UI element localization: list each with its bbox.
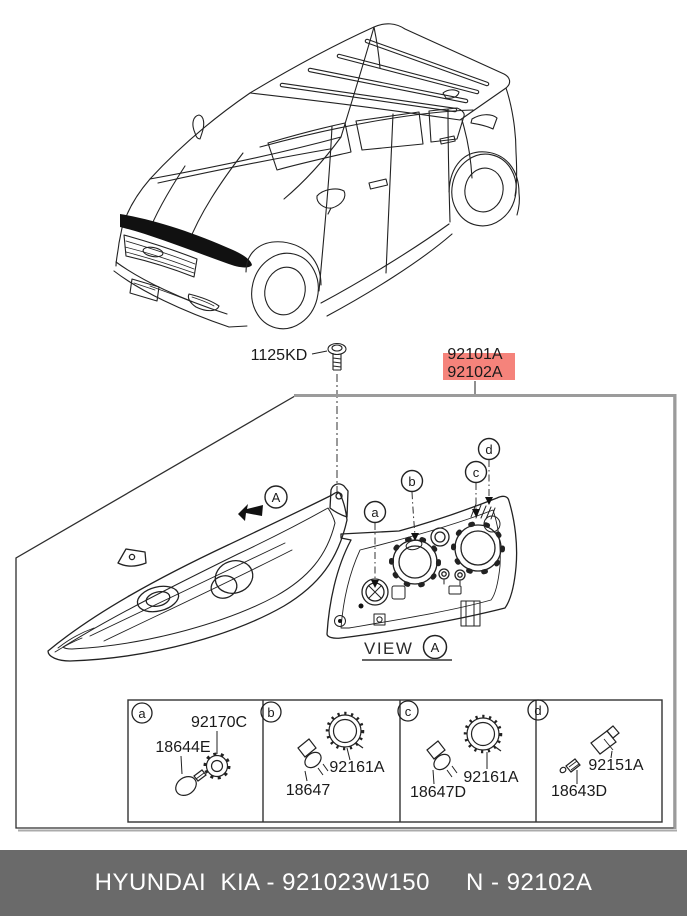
bolt-icon [327,342,347,371]
callout-a-letter: a [371,505,379,520]
cell-d-letter-circle [527,699,549,721]
bolt-ref-label: 1125KD [251,347,308,364]
car-roof [249,23,511,121]
selected-ref-label[interactable]: 92102A [447,364,502,381]
car-headlamp-silhouette [120,214,252,268]
car-door-handle [368,178,389,190]
car-front-wheel [245,241,322,330]
footer-bar: HYUNDAI KIA - 921023W150 N - 92102A [0,850,687,916]
part-ref: 18643D [551,783,607,800]
bulb-icon [559,758,581,774]
car-roof-ribs [279,38,490,113]
car-rear-wheel [448,151,520,227]
part-ref: 92151A [588,757,643,774]
bolt-label-connector [311,350,328,355]
car-front-window [267,122,352,171]
cell-c-letter-circle [397,700,419,722]
callout-d-circle [477,437,501,461]
callout-b-circle [400,469,424,493]
cell-c-letter: c [405,704,412,719]
callout-b-letter: b [408,474,415,489]
headlamp-front-view [47,483,349,662]
car-far-mirror [442,89,460,99]
view-label: VIEW [364,639,413,658]
car-rear-window [355,111,424,151]
front-arrow-letter-circle [264,485,288,509]
rear-view-callouts [363,437,501,524]
bulb-icon [426,740,458,778]
mounting-tab [329,483,349,518]
kia-badge [142,246,164,258]
parts-table-cell-b: b 92161A 18647 [260,701,385,799]
view-direction-arrow-icon [238,504,263,521]
selected-part-highlight [443,353,515,380]
projector-lens [214,560,254,594]
leader-line [576,750,613,784]
car-antenna [192,114,205,140]
leader-line [180,731,218,775]
mounting-tab [117,548,147,567]
footer-catalog-ref: HYUNDAI KIA - 921023W150 [94,869,430,896]
bulb-icon [297,738,329,776]
view-letter-circle [422,634,448,660]
callout-c-circle [464,460,488,484]
bulb-holder-icon [590,725,620,755]
car-license-plate [129,278,160,302]
parts-table-cell-c: c 92161A 18647D [397,700,519,801]
reflector [136,585,180,613]
parts-table-cell-a: a 92170C 18644E [131,702,247,796]
parts-diagram-canvas: 1125KD 92101A 92102A A [15,23,677,832]
socket-icon [203,752,231,780]
car-tail-lamp [470,114,498,130]
cell-b-letter: b [267,705,274,720]
car-illustration [113,23,520,330]
view-letter: A [431,640,440,655]
footer-part-ref: N - 92102A [465,869,593,896]
part-ref: 18647D [410,784,466,801]
dust-cap-icon [463,714,503,754]
cell-b-letter-circle [260,701,282,723]
parts-table-cell-d: d 92151A 18643D [527,699,644,800]
leader-line [432,752,488,785]
part-ref: 92170C [191,714,247,731]
part-ref: 18644E [155,739,210,756]
dust-cap-icon [325,711,365,751]
callout-leaders [374,460,490,580]
car-windshield [149,92,251,180]
cell-d-letter: d [534,703,541,718]
car-quarter-window [428,107,465,143]
car-grille [123,234,198,278]
front-arrow-letter: A [272,490,281,505]
connector-tab [460,600,481,627]
assembly-ref-label: 92101A [447,346,502,363]
part-ref: 92161A [329,759,384,776]
cell-a-letter-circle [131,702,153,724]
diagram-frame [15,394,677,832]
car-door-handle [439,135,456,145]
bulb-icon [175,769,207,796]
bulb-socket-small [405,539,423,551]
car-side-mirror [316,188,346,209]
headlamp-rear-view [326,495,518,639]
callout-arrowheads [371,497,493,588]
bulb-opening-high-beam [451,521,505,575]
bulb-opening-low-beam [389,536,441,588]
cell-a-letter: a [138,706,146,721]
part-ref: 18647 [286,782,331,799]
callout-c-letter: c [473,465,480,480]
callout-a-circle [363,500,387,524]
part-ref: 92161A [463,769,518,786]
callout-d-letter: d [485,442,492,457]
leader-line [304,747,351,782]
